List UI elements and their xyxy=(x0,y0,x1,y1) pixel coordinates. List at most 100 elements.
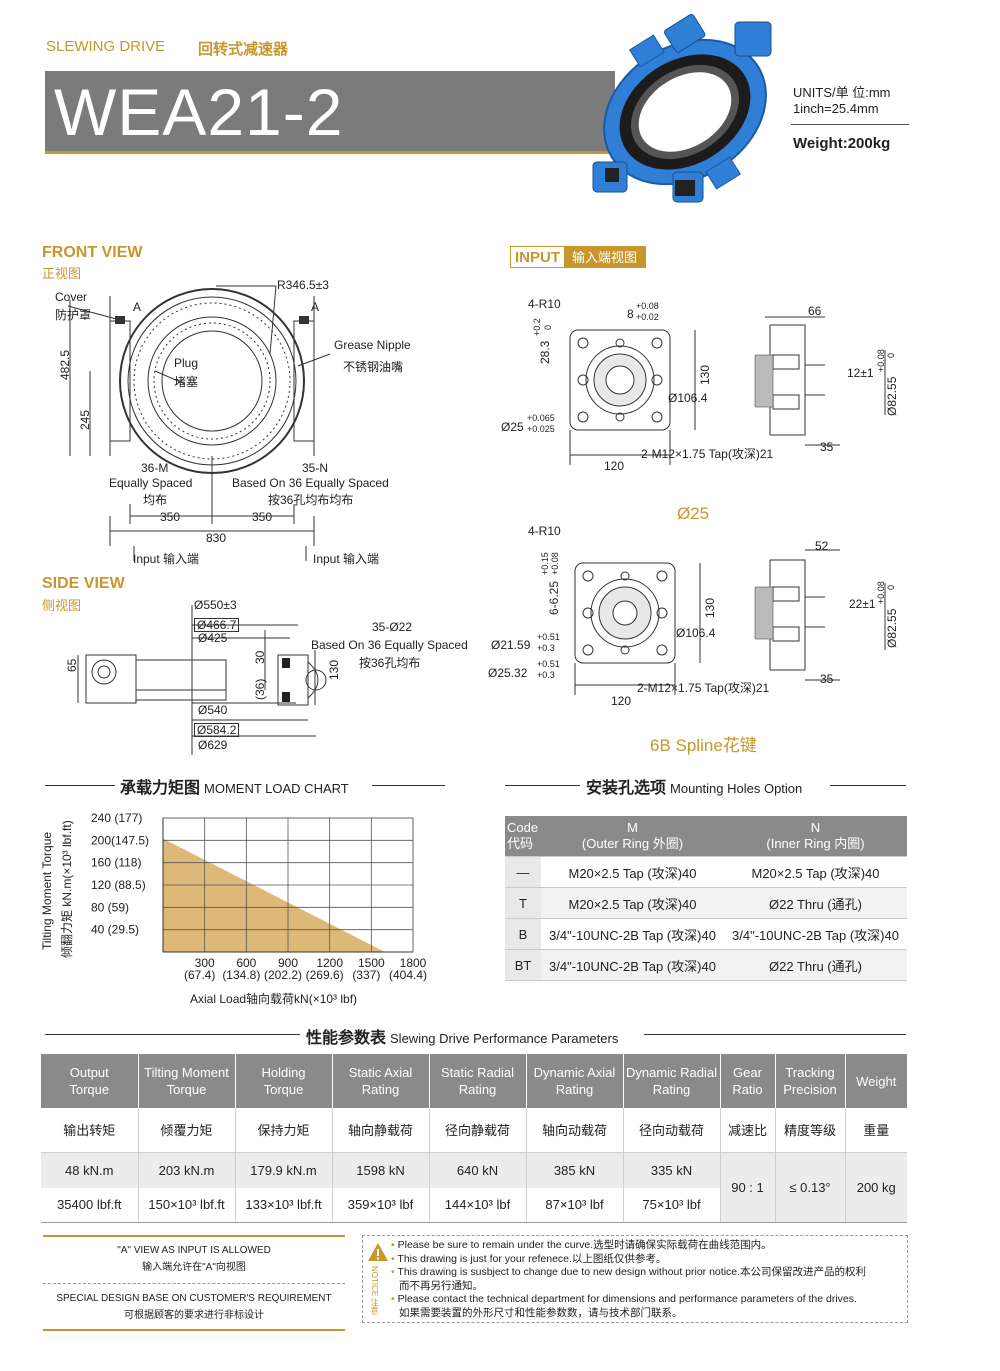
perf-imperial: 133×10³ lbf.ft xyxy=(235,1188,333,1223)
input-a-w120: 120 xyxy=(604,459,625,473)
chart-y-tick-label: 160 (118) xyxy=(91,856,141,870)
input-b-s82-tol-l: 0 xyxy=(886,584,896,590)
holes-m-cn: 均布 xyxy=(143,493,168,507)
input-a-key8: 8 xyxy=(627,307,634,321)
section-a-right: A xyxy=(311,300,320,314)
warning-icon xyxy=(368,1243,388,1261)
holes-m-en: Equally Spaced xyxy=(109,476,193,490)
mounting-head-code: Code 代码 xyxy=(505,816,541,857)
perf-cn-head: 重量 xyxy=(845,1108,907,1153)
input-a-h130: 130 xyxy=(698,364,712,385)
perf-head: Gear Ratio xyxy=(720,1054,776,1108)
input-a-s82: Ø82.55 xyxy=(885,376,899,416)
perf-metric: 48 kN.m xyxy=(41,1152,139,1188)
notice-label: NOTICE 注意 xyxy=(370,1266,379,1315)
input-b-d2532-tol-u: +0.51 xyxy=(537,659,560,669)
mounting-heading: 安装孔选项 Mounting Holes Option xyxy=(586,774,802,798)
performance-table: Output Torque Tilting Moment Torque Hold… xyxy=(41,1054,907,1223)
chart-y-tick-label: 240 (177) xyxy=(91,811,142,825)
mounting-code: — xyxy=(505,856,541,888)
mounting-n: Ø22 Thru (通孔) xyxy=(724,949,907,981)
input-a-s12: 12±1 xyxy=(847,366,874,380)
side-h130: 130 xyxy=(327,659,341,680)
dim-245: 245 xyxy=(78,409,92,430)
note-left2-cn: 可根据顾客的要求进行非标设计 xyxy=(124,1310,264,1321)
perf-title-en: Slewing Drive Performance Parameters xyxy=(390,1031,619,1046)
input-a-caption: Ø25 xyxy=(677,504,710,523)
grease-nipple-en: Grease Nipple xyxy=(334,338,411,352)
perf-imperial: 144×10³ lbf xyxy=(429,1188,527,1223)
mounting-m: M20×2.5 Tap (攻深)40 xyxy=(541,887,724,919)
side-d425: Ø425 xyxy=(198,631,228,645)
mounting-m: 3/4"-10UNC-2B Tap (攻深)40 xyxy=(541,918,724,950)
input-b-d2159-tol-u: +0.51 xyxy=(537,632,560,642)
dim-350-left: 350 xyxy=(160,510,181,524)
dim-830: 830 xyxy=(206,531,227,545)
input-a-d25-tol-l: +0.025 xyxy=(527,424,555,434)
perf-imperial: 35400 lbf.ft xyxy=(41,1188,139,1223)
perf-head: Static Radial Rating xyxy=(429,1054,527,1108)
note-left1-en: "A" VIEW AS INPUT IS ALLOWED xyxy=(117,1245,271,1256)
perf-imperial: 75×10³ lbf xyxy=(623,1188,721,1223)
input-b-d625-tol-l: +0.08 xyxy=(550,552,560,575)
mounting-code: T xyxy=(505,887,541,919)
note-left-mid-rule xyxy=(43,1283,345,1284)
input-b-d106: Ø106.4 xyxy=(676,626,716,640)
moment-load-chart: 240 (177)200(147.5)160 (118)120 (88.5)80… xyxy=(91,811,427,982)
perf-cn-head: 径向静载荷 xyxy=(429,1108,527,1153)
notice-item: • Please contact the technical departmen… xyxy=(391,1293,857,1305)
side-d584: Ø584.2 xyxy=(194,723,240,737)
chart-title-en: MOMENT LOAD CHART xyxy=(204,781,349,796)
notice-item-cont: 而不再另行通知。 xyxy=(399,1279,483,1292)
input-badge-en: INPUT xyxy=(515,249,560,266)
perf-rule-left xyxy=(45,1034,300,1035)
chart-x-tick-sublabel: (202.2) xyxy=(264,968,302,982)
perf-imperial-row: 35400 lbf.ft 150×10³ lbf.ft 133×10³ lbf.… xyxy=(41,1188,907,1223)
perf-head: Holding Torque xyxy=(235,1054,333,1108)
perf-head: Tilting Moment Torque xyxy=(138,1054,236,1108)
input-b-h130: 130 xyxy=(703,597,717,618)
side-d629: Ø629 xyxy=(198,738,228,752)
notice-item: • Please be sure to remain under the cur… xyxy=(391,1239,772,1251)
mounting-title-cn: 安装孔选项 xyxy=(586,780,667,797)
perf-cn-head: 精度等级 xyxy=(775,1108,846,1153)
mounting-header-row: Code 代码 M (Outer Ring 外圈) N (Inner Ring … xyxy=(505,816,907,857)
perf-heading: 性能参数表 Slewing Drive Performance Paramete… xyxy=(306,1024,618,1048)
input-a-d25: Ø25 xyxy=(501,420,524,434)
input-a-d25-tol-u: +0.065 xyxy=(527,413,555,423)
perf-imperial: 87×10³ lbf xyxy=(526,1188,624,1223)
mounting-n: M20×2.5 Tap (攻深)40 xyxy=(724,856,907,888)
input-right: Input 输入端 xyxy=(313,552,380,566)
mounting-head-m: M (Outer Ring 外圈) xyxy=(541,816,724,857)
input-a-r10: 4-R10 xyxy=(528,297,561,311)
plug-cn: 堵塞 xyxy=(174,375,199,389)
input-b-d625: 6-6.25 xyxy=(547,580,561,615)
note-left-bottom-rule xyxy=(43,1329,345,1331)
input-b-d2532: Ø25.32 xyxy=(488,666,528,680)
mounting-title-en: Mounting Holes Option xyxy=(670,781,803,796)
input-b-s82-tol-u: +0.08 xyxy=(876,581,886,604)
perf-weight: 200 kg xyxy=(845,1152,907,1223)
input-a-s82-tol-l: 0 xyxy=(886,352,896,358)
mounting-n: 3/4"-10UNC-2B Tap (攻深)40 xyxy=(724,918,907,950)
mounting-row: T M20×2.5 Tap (攻深)40 Ø22 Thru (通孔) xyxy=(505,887,907,919)
perf-imperial: 359×10³ lbf xyxy=(332,1188,430,1223)
product-image xyxy=(592,13,772,203)
perf-metric: 335 kN xyxy=(623,1152,721,1188)
notes-left: "A" VIEW AS INPUT IS ALLOWED 输入端允许在"A"向视… xyxy=(43,1235,345,1331)
side-view-title: SIDE VIEW xyxy=(42,575,125,592)
perf-metric-row: 48 kN.m 203 kN.m 179.9 kN.m 1598 kN 640 … xyxy=(41,1152,907,1223)
notice-list: • Please be sure to remain under the cur… xyxy=(391,1239,903,1320)
mounting-m: 3/4"-10UNC-2B Tap (攻深)40 xyxy=(541,949,724,981)
mounting-head-n: N (Inner Ring 内圈) xyxy=(724,816,907,857)
front-view-subtitle: 正视图 xyxy=(42,266,82,281)
holes-n: 35-N xyxy=(302,461,329,475)
mounting-rule-left xyxy=(505,785,580,786)
radius-label: R346.5±3 xyxy=(277,278,329,292)
input-left: Input 输入端 xyxy=(133,552,200,566)
notice-item: • This drawing is just for your refenece… xyxy=(391,1252,667,1265)
side-h36: (36) xyxy=(253,678,267,700)
perf-cn-head: 输出转矩 xyxy=(41,1108,139,1153)
plug-en: Plug xyxy=(174,356,199,370)
perf-metric: 385 kN xyxy=(526,1152,624,1188)
